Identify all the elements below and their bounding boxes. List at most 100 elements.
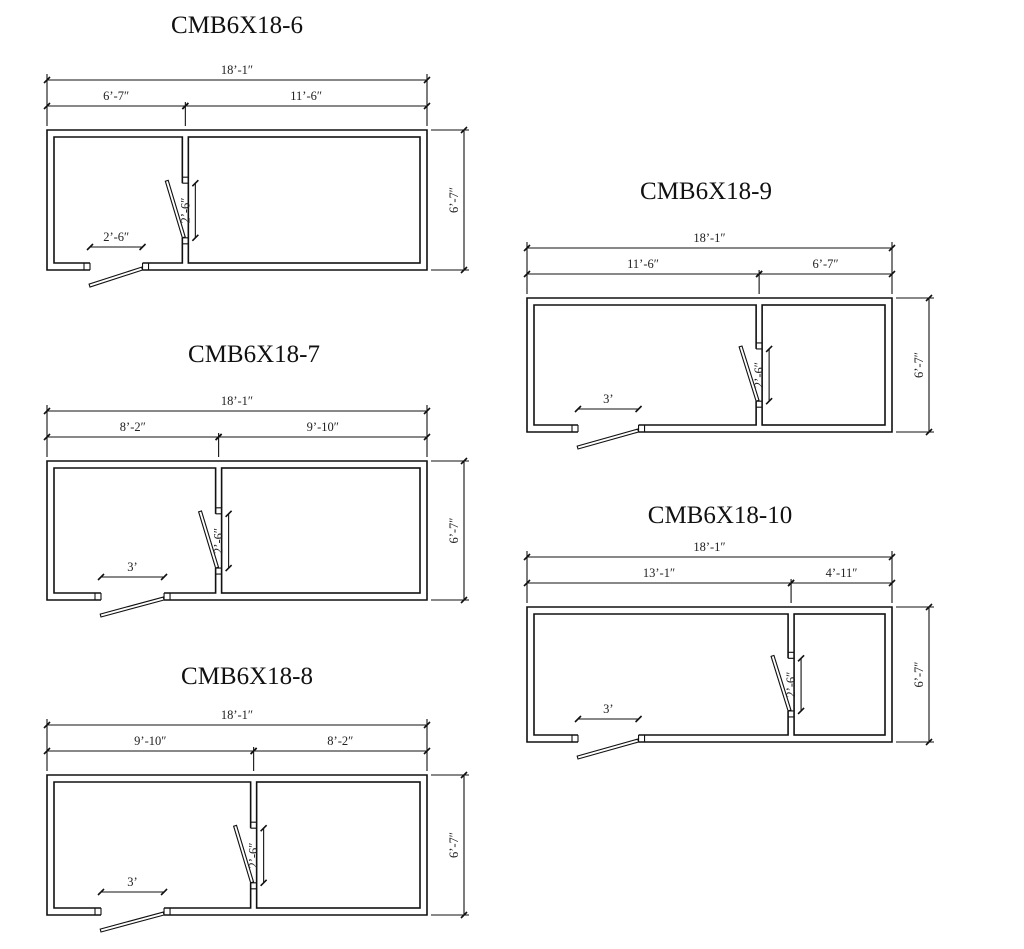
dimension-tick [888, 270, 896, 278]
left-room-dimension-label: 13’-1″ [643, 566, 675, 580]
interior-door-dimension-label: 2’-6″ [212, 528, 226, 554]
dimension-tick [460, 266, 468, 274]
front-door-leaf [576, 428, 640, 450]
dimension-tick [460, 596, 468, 604]
dimension-tick [460, 457, 468, 465]
floor-plan-cmb6x18-8: CMB6X18-818’-1″9’-10″8’-2″6’-7″3’2’-6″ [43, 663, 469, 933]
right-room-wall [793, 613, 886, 736]
outer-wall [46, 774, 428, 916]
left-room-wall [164, 882, 252, 909]
interior-door-jamb [756, 342, 763, 350]
front-door-jamb [571, 735, 579, 742]
interior-door-leaf [232, 824, 255, 884]
total-length-dimension-label: 18’-1″ [221, 708, 253, 722]
right-room-wall [187, 136, 421, 264]
dimension-tick [523, 270, 531, 278]
dimension-tick [43, 76, 51, 84]
front-door-jamb [94, 593, 102, 600]
dimension-tick [523, 579, 531, 587]
dimension-tick [888, 553, 896, 561]
left-room-wall [638, 710, 789, 736]
dimension-tick [634, 715, 643, 723]
front-door-jamb [94, 908, 102, 915]
left-room-wall [533, 304, 757, 426]
interior-door-leaf [770, 654, 792, 712]
front-door-jamb [83, 263, 91, 270]
dimension-tick [460, 126, 468, 134]
right-room-dimension-label: 4’-11″ [826, 566, 858, 580]
interior-door-jamb [756, 400, 763, 408]
plan-title: CMB6X18-9 [640, 178, 772, 205]
dimension-tick [160, 888, 168, 896]
interior-door-dimension-label: 2’-6″ [752, 362, 766, 388]
front-door-leaf [99, 911, 165, 933]
dimension-tick [225, 510, 233, 518]
dimension-tick [634, 405, 643, 413]
outer-wall [46, 460, 428, 601]
dimension-tick [423, 433, 431, 441]
left-room-dimension-label: 6’-7″ [103, 89, 129, 103]
floor-plan-cmb6x18-7: CMB6X18-718’-1″8’-2″9’-10″6’-7″3’2’-6″ [43, 341, 469, 618]
dimension-tick [215, 433, 223, 441]
front-door-dimension-label: 3’ [603, 702, 613, 716]
dimension-tick [925, 428, 933, 436]
dimension-tick [888, 579, 896, 587]
dimension-tick [523, 553, 531, 561]
dimension-tick [423, 102, 431, 110]
dimension-tick [423, 76, 431, 84]
floor-plan-cmb6x18-9: CMB6X18-918’-1″11’-6″6’-7″6’-7″3’2’-6″ [523, 178, 934, 450]
dimension-tick [574, 715, 582, 723]
right-room-wall [761, 304, 886, 426]
interior-door-leaf [164, 179, 186, 239]
dimension-tick [138, 243, 147, 251]
front-door-jamb [638, 735, 646, 742]
dimension-tick [765, 345, 773, 353]
dimension-tick [423, 407, 431, 415]
total-length-dimension-label: 18’-1″ [221, 394, 253, 408]
left-room-wall [164, 568, 217, 594]
dimension-tick [787, 579, 795, 587]
dimension-tick [97, 573, 105, 581]
total-length-dimension-label: 18’-1″ [221, 63, 253, 77]
dimension-tick [86, 243, 94, 251]
interior-door-jamb [788, 710, 795, 718]
interior-door-jamb [182, 176, 189, 184]
interior-door-jamb [182, 237, 189, 245]
dimension-tick [43, 433, 51, 441]
front-door-jamb [163, 908, 171, 915]
dimension-tick [423, 747, 431, 755]
interior-door-dimension-label: 2’-6″ [178, 197, 192, 223]
front-door-jamb [141, 263, 150, 270]
interior-door-dimension-label: 2’-6″ [784, 672, 798, 698]
interior-door-jamb [250, 821, 257, 829]
dimension-tick [925, 603, 933, 611]
interior-door-jamb [250, 882, 257, 890]
left-room-wall [53, 781, 252, 909]
interior-door-leaf [197, 510, 220, 569]
outer-wall [46, 129, 428, 271]
dimension-tick [191, 179, 199, 187]
dimension-tick [160, 573, 168, 581]
dimension-tick [191, 234, 199, 242]
interior-door-leaf [738, 345, 760, 402]
front-door-jamb [163, 593, 171, 600]
dimension-tick [260, 824, 268, 832]
dimension-tick [460, 911, 468, 919]
dimension-tick [888, 244, 896, 252]
left-room-wall [533, 613, 789, 736]
front-door-jamb [571, 425, 579, 432]
dimension-tick [260, 879, 268, 887]
total-length-dimension-label: 18’-1″ [693, 231, 725, 245]
dimension-tick [250, 747, 258, 755]
dimension-tick [43, 747, 51, 755]
dimension-tick [43, 721, 51, 729]
plan-title: CMB6X18-6 [171, 12, 303, 39]
dimension-tick [43, 102, 51, 110]
height-dimension-label: 6’-7″ [912, 661, 926, 687]
front-door-dimension-label: 2’-6″ [103, 230, 129, 244]
interior-door-dimension-label: 2’-6″ [247, 842, 261, 868]
dimension-tick [925, 738, 933, 746]
left-room-wall [638, 401, 757, 426]
